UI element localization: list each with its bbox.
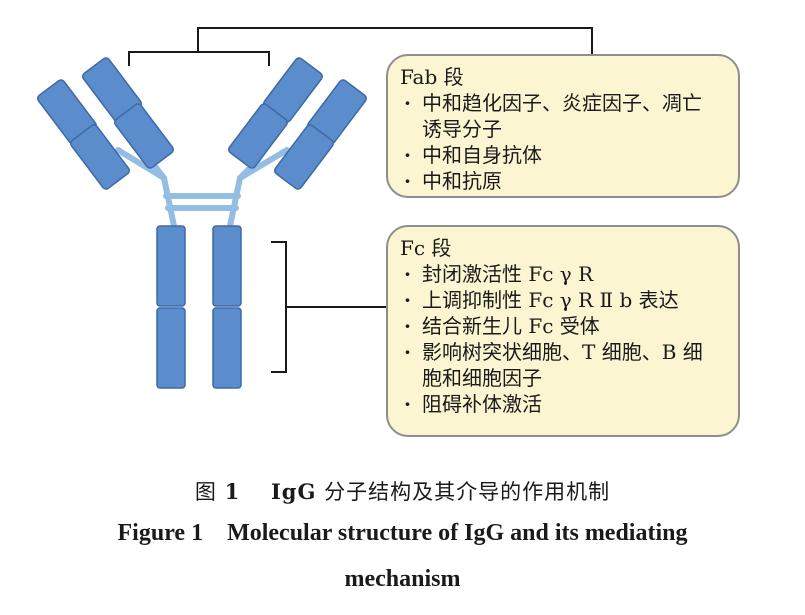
right-heavy-chain-link xyxy=(227,175,243,229)
right-ch3-domain xyxy=(212,307,242,389)
fc-function-list: 封闭激活性 Fc γ R 上调抑制性 Fc γ R Ⅱ b 表达 结合新生儿 F… xyxy=(400,261,738,417)
right-ch2-domain xyxy=(212,225,242,307)
fc-bracket xyxy=(271,241,287,373)
fab-item: 中和自身抗体 xyxy=(400,142,738,168)
left-light-constant-domain xyxy=(70,124,130,190)
right-light-constant-domain xyxy=(274,124,334,190)
left-light-chain-link xyxy=(115,147,167,181)
fc-item: 影响树突状细胞、T 细胞、B 细胞和细胞因子 xyxy=(400,339,712,391)
right-light-chain xyxy=(274,79,367,190)
fc-title: Fc 段 xyxy=(400,236,452,260)
fab-connector-line xyxy=(197,27,593,54)
fc-callout: Fc 段 封闭激活性 Fc γ R 上调抑制性 Fc γ R Ⅱ b 表达 结合… xyxy=(386,225,740,437)
left-light-chain xyxy=(37,79,130,190)
right-heavy-ch1-domain xyxy=(228,103,288,169)
caption-english-line2: mechanism xyxy=(344,566,461,592)
fc-item: 上调抑制性 Fc γ R Ⅱ b 表达 xyxy=(400,287,738,313)
left-ch3-domain xyxy=(156,307,186,389)
left-ch2-domain xyxy=(156,225,186,307)
fab-function-list: 中和趋化因子、炎症因子、凋亡诱导分子 中和自身抗体 中和抗原 xyxy=(400,90,738,194)
fab-callout: Fab 段 中和趋化因子、炎症因子、凋亡诱导分子 中和自身抗体 中和抗原 xyxy=(386,54,740,198)
fab-title: Fab 段 xyxy=(400,65,464,89)
caption-cn-text: 分子结构及其介导的作用机制 xyxy=(324,480,611,504)
fab-bracket xyxy=(128,51,270,66)
right-fab-heavy-chain xyxy=(228,57,323,169)
fab-item: 中和趋化因子、炎症因子、凋亡诱导分子 xyxy=(400,90,712,142)
caption-cn-igg: IgG xyxy=(270,479,317,504)
caption-chinese: 图 1 IgG 分子结构及其介导的作用机制 xyxy=(0,476,805,506)
caption-cn-number: 1 xyxy=(224,479,241,504)
left-heavy-chain-link xyxy=(161,175,177,229)
fab-item: 中和抗原 xyxy=(400,168,738,194)
igg-antibody-diagram xyxy=(37,27,593,389)
fc-item: 阻碍补体激活 xyxy=(400,391,738,417)
fc-region xyxy=(156,225,242,389)
left-heavy-ch1-domain xyxy=(114,103,174,169)
fc-item: 封闭激活性 Fc γ R xyxy=(400,261,738,287)
caption-cn-label: 图 xyxy=(194,480,217,504)
left-fab-heavy-chain xyxy=(82,57,174,169)
fc-item: 结合新生儿 Fc 受体 xyxy=(400,313,738,339)
caption-english-line1: Figure 1 Molecular structure of IgG and … xyxy=(117,520,688,546)
